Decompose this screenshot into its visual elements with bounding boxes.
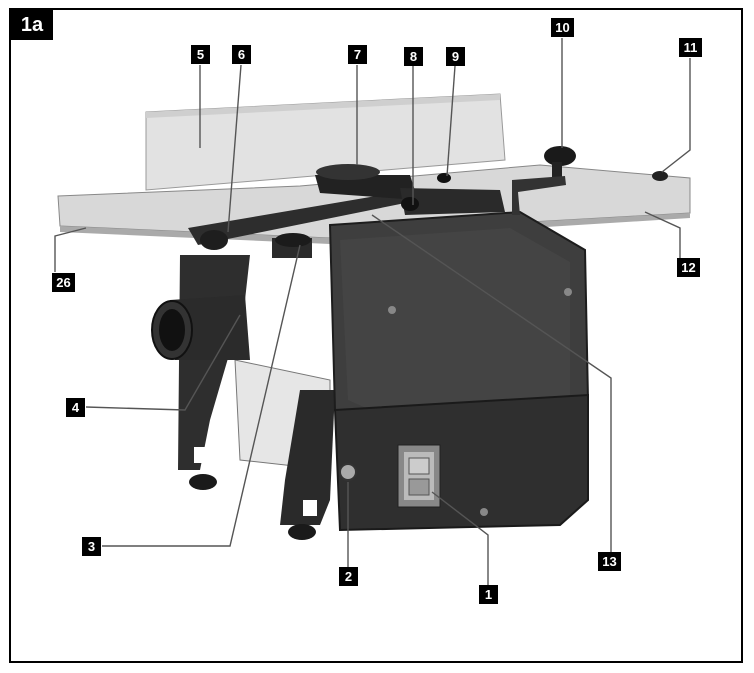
callout-5: 5 — [191, 45, 210, 64]
fence — [145, 93, 506, 191]
callout-leader-lines — [54, 38, 691, 587]
callout-13: 13 — [598, 552, 621, 571]
figure-number-badge: 1a — [11, 10, 53, 40]
callout-11: 11 — [679, 38, 702, 57]
base-frame — [178, 255, 335, 540]
callout-10: 10 — [551, 18, 574, 37]
on-off-switch — [397, 444, 441, 508]
motor-housing — [328, 210, 590, 532]
callout-4: 4 — [66, 398, 85, 417]
callout-7: 7 — [348, 45, 367, 64]
callout-1: 1 — [479, 585, 498, 604]
adjustment-knobs — [200, 146, 668, 258]
blade-guard — [188, 164, 505, 245]
callout-2: 2 — [339, 567, 358, 586]
callout-26: 26 — [52, 273, 75, 292]
dust-extraction-port — [151, 295, 250, 360]
callout-8: 8 — [404, 47, 423, 66]
overload-switch — [339, 463, 357, 481]
callout-6: 6 — [232, 45, 251, 64]
callout-12: 12 — [677, 258, 700, 277]
callout-3: 3 — [82, 537, 101, 556]
callout-9: 9 — [446, 47, 465, 66]
